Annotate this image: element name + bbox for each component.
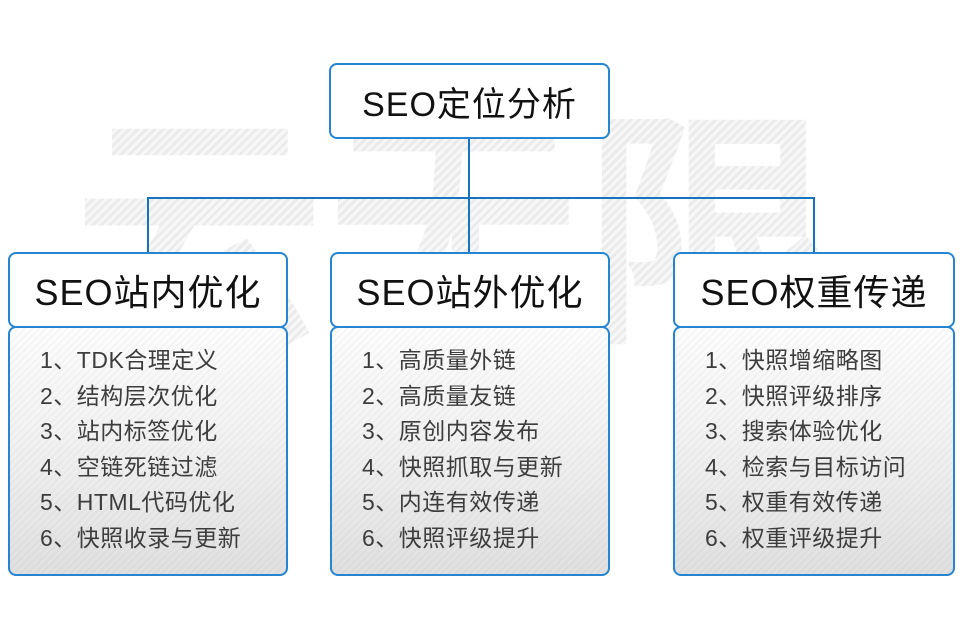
column-onsite-optimization: SEO站内优化 1、TDK合理定义 2、结构层次优化 3、站内标签优化 4、空链… [8, 252, 288, 576]
offsite-title: SEO站外优化 [356, 272, 584, 313]
list-item: 1、TDK合理定义 [40, 347, 219, 373]
connector-horizontal [147, 197, 815, 199]
column-offsite-optimization: SEO站外优化 1、高质量外链 2、高质量友链 3、原创内容发布 4、快照抓取与… [330, 252, 610, 576]
connector-drop-left [147, 197, 149, 253]
list-item: 5、HTML代码优化 [40, 489, 236, 515]
list-item: 6、快照收录与更新 [40, 524, 242, 551]
list-item: 1、高质量外链 [362, 347, 517, 373]
connector-drop-middle [468, 197, 470, 253]
root-node: SEO定位分析 [329, 63, 610, 139]
list-item: 4、检索与目标访问 [705, 453, 907, 480]
list-item: 3、原创内容发布 [362, 418, 540, 444]
list-item: 5、内连有效传递 [362, 489, 540, 515]
offsite-list-panel: 1、高质量外链 2、高质量友链 3、原创内容发布 4、快照抓取与更新 5、内连有… [330, 326, 610, 576]
onsite-title: SEO站内优化 [34, 272, 262, 313]
onsite-list-panel: 1、TDK合理定义 2、结构层次优化 3、站内标签优化 4、空链死链过滤 5、H… [8, 326, 288, 576]
column-weight-transfer: SEO权重传递 1、快照增缩略图 2、快照评级排序 3、搜索体验优化 4、检索与… [673, 252, 955, 576]
list-item: 2、结构层次优化 [40, 382, 218, 409]
list-item: 4、空链死链过滤 [40, 453, 218, 480]
weight-list-panel: 1、快照增缩略图 2、快照评级排序 3、搜索体验优化 4、检索与目标访问 5、权… [673, 326, 955, 576]
list-item: 6、快照评级提升 [362, 524, 540, 551]
list-item: 2、高质量友链 [362, 382, 517, 409]
list-item: 6、权重评级提升 [705, 524, 883, 551]
connector-root-drop [468, 139, 470, 198]
offsite-title-box: SEO站外优化 [330, 252, 610, 328]
list-item: 3、站内标签优化 [40, 418, 218, 444]
list-item: 3、搜索体验优化 [705, 418, 883, 444]
root-node-title: SEO定位分析 [362, 85, 577, 124]
list-item: 4、快照抓取与更新 [362, 453, 564, 480]
weight-title-box: SEO权重传递 [673, 252, 955, 328]
list-item: 1、快照增缩略图 [705, 347, 883, 373]
list-item: 2、快照评级排序 [705, 382, 883, 409]
connector-drop-right [813, 197, 815, 253]
weight-title: SEO权重传递 [700, 272, 928, 313]
onsite-title-box: SEO站内优化 [8, 252, 288, 328]
list-item: 5、权重有效传递 [705, 489, 883, 515]
